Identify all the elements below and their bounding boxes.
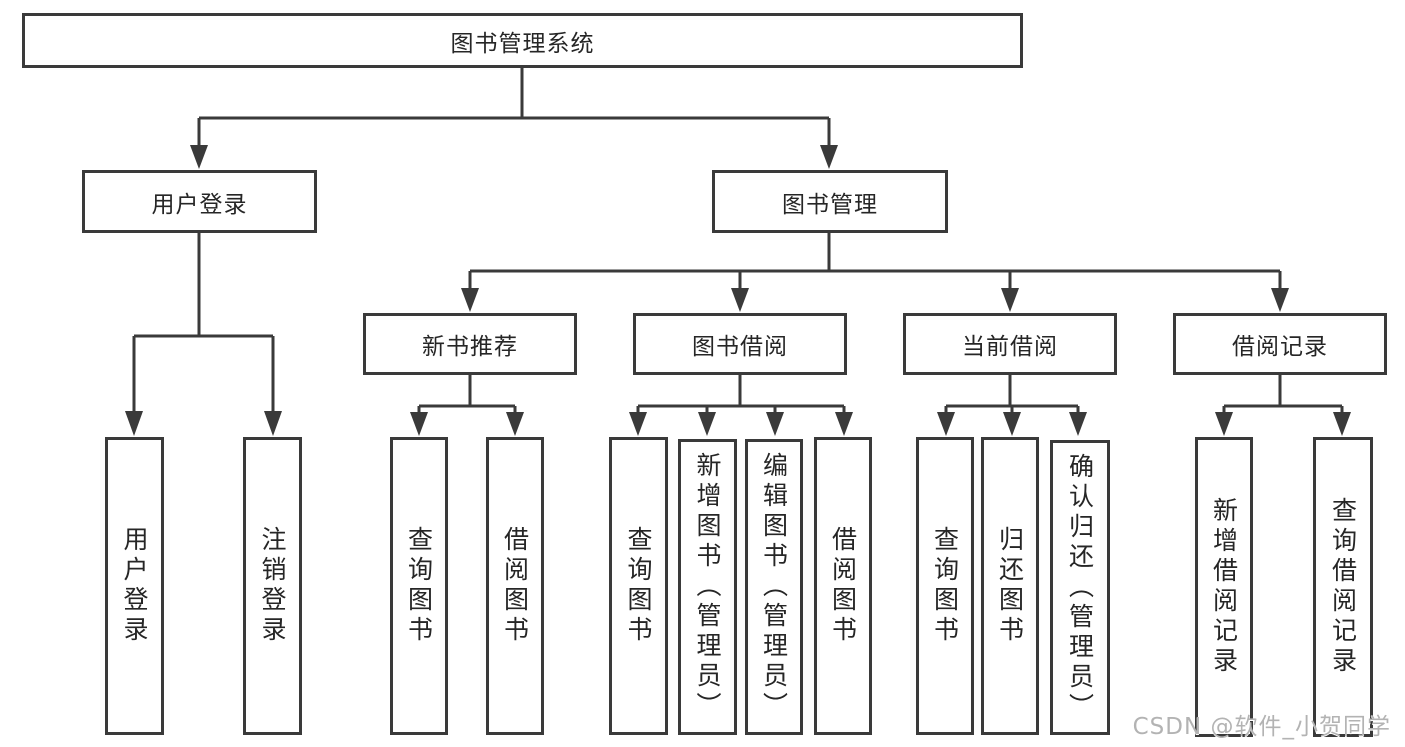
watermark: CSDN @软件_小贺同学 xyxy=(1132,714,1391,740)
leaf-query-books-recommend: 查询图书 xyxy=(390,437,448,735)
node-user-login: 用户登录 xyxy=(82,170,317,233)
node-new-book-recommend: 新书推荐 xyxy=(363,313,577,375)
leaf-borrow-books-recommend: 借阅图书 xyxy=(486,437,544,735)
leaf-logout: 注销登录 xyxy=(243,437,302,735)
leaf-query-borrow-record: 查询借阅记录 xyxy=(1313,437,1373,737)
leaf-confirm-return-admin: 确认归还（管理员） xyxy=(1050,440,1110,735)
leaf-borrow-books: 借阅图书 xyxy=(814,437,872,735)
leaf-add-book-admin: 新增图书（管理员） xyxy=(678,439,737,735)
node-book-management: 图书管理 xyxy=(712,170,948,233)
node-book-borrow: 图书借阅 xyxy=(633,313,847,375)
leaf-query-books-borrow: 查询图书 xyxy=(609,437,668,735)
node-current-borrow: 当前借阅 xyxy=(903,313,1117,375)
node-borrow-records: 借阅记录 xyxy=(1173,313,1387,375)
leaf-user-login: 用户登录 xyxy=(105,437,164,735)
leaf-return-books: 归还图书 xyxy=(981,437,1039,735)
node-library-management-system: 图书管理系统 xyxy=(22,13,1023,68)
leaf-query-books-current: 查询图书 xyxy=(916,437,974,735)
leaf-edit-book-admin: 编辑图书（管理员） xyxy=(745,439,803,735)
leaf-add-borrow-record: 新增借阅记录 xyxy=(1195,437,1253,737)
